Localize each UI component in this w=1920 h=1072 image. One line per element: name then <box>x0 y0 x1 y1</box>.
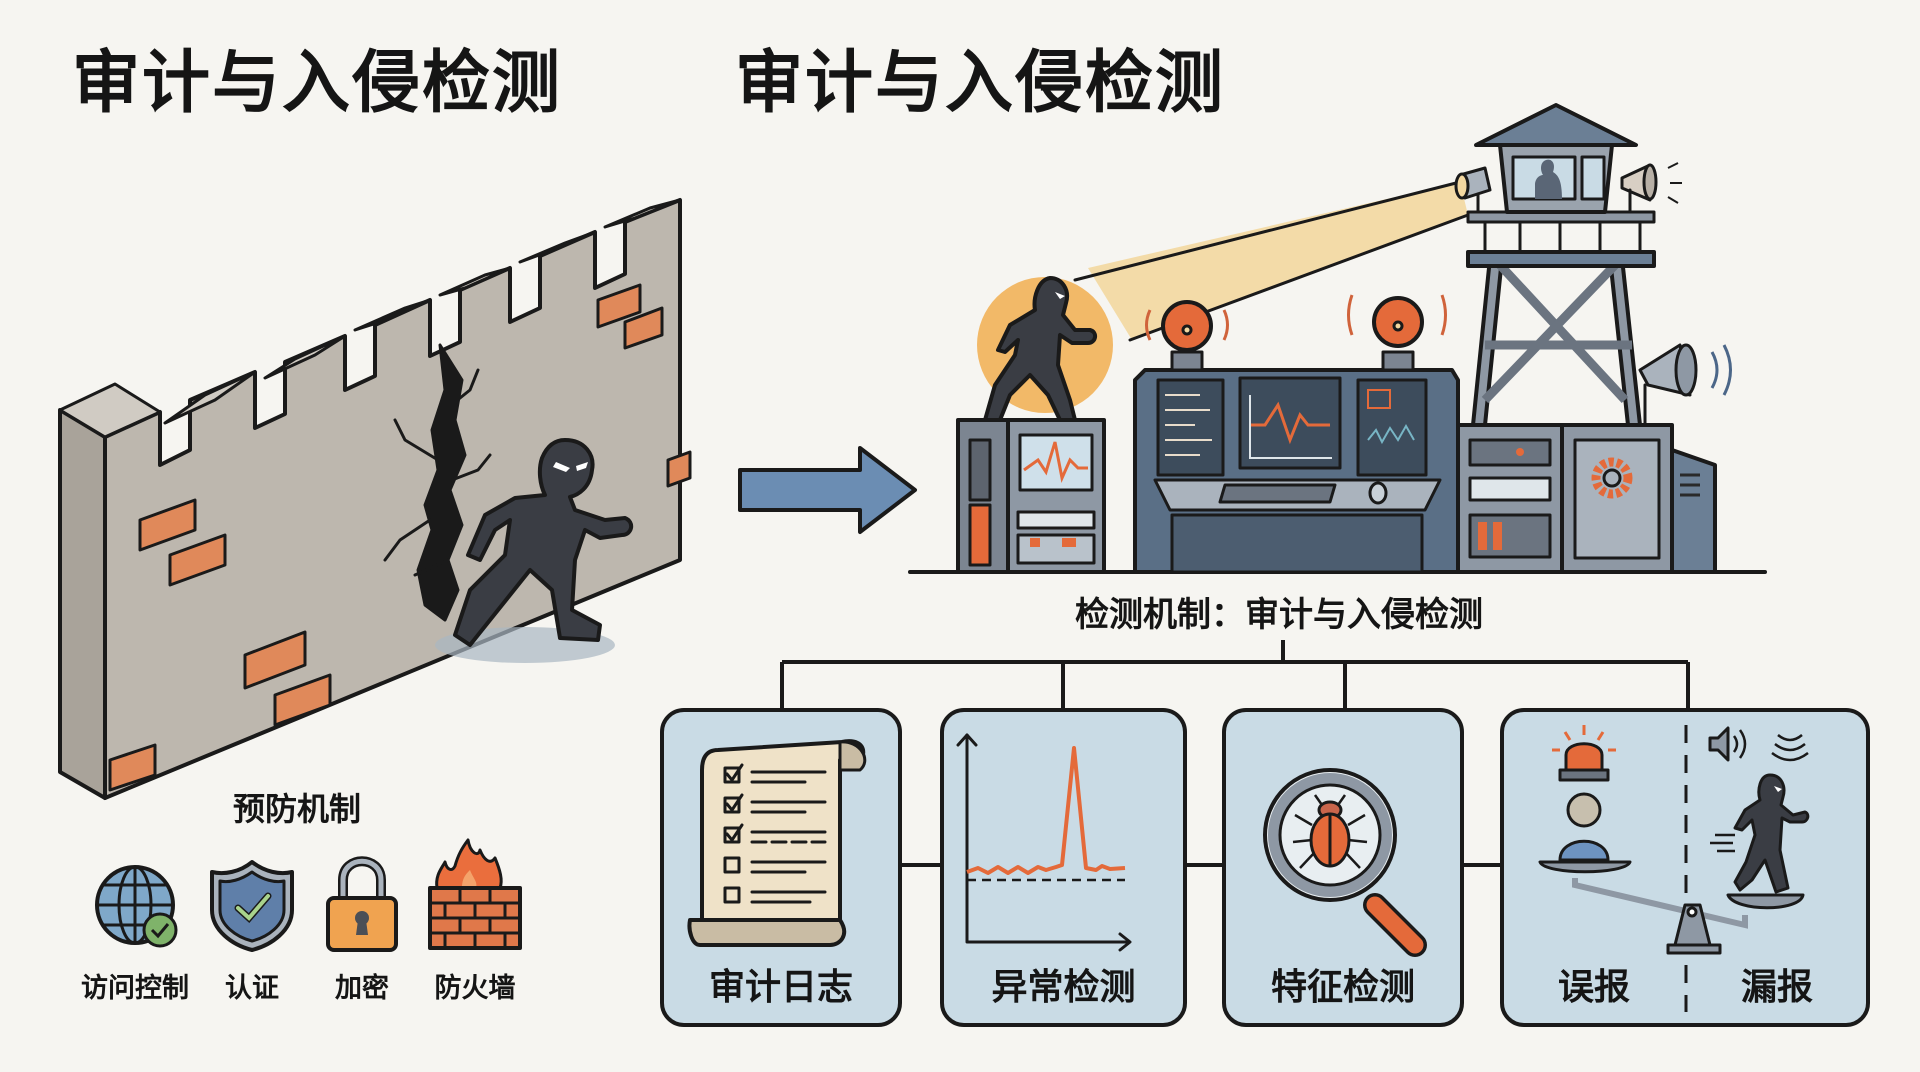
broken-wall-illustration <box>58 198 692 800</box>
security-control-station <box>908 294 1767 574</box>
hierarchy-connectors <box>780 640 1690 867</box>
prevention-label-encryption: 加密 <box>335 973 389 1004</box>
globe-check-icon <box>95 865 178 948</box>
prevention-label-firewall: 防火墙 <box>434 973 516 1004</box>
anomaly-spike-chart-icon <box>956 733 1132 952</box>
watchtower <box>1454 103 1732 427</box>
magnifier-bug-icon <box>1263 768 1427 957</box>
main-title-left: 审计与入侵检测 <box>72 44 563 123</box>
firewall-icon <box>428 838 522 950</box>
prevention-heading: 预防机制 <box>233 790 362 828</box>
shield-check-icon <box>210 860 294 952</box>
intruder-on-console <box>983 276 1097 422</box>
card-label-audit-log: 审计日志 <box>708 967 853 1008</box>
card-label-false-positive: 误报 <box>1557 967 1630 1008</box>
prevention-label-authentication: 认证 <box>225 973 279 1004</box>
audit-log-scroll-icon <box>687 739 867 947</box>
prevention-label-access-control: 访问控制 <box>81 973 189 1004</box>
intruder-figure <box>453 438 634 647</box>
card-label-false-negative: 漏报 <box>1740 967 1813 1008</box>
padlock-icon <box>326 856 398 952</box>
detection-heading: 检测机制：审计与入侵检测 <box>1075 595 1483 635</box>
transition-arrow <box>738 446 917 534</box>
main-title-right: 审计与入侵检测 <box>735 44 1226 123</box>
card-label-anomaly-detection: 异常检测 <box>991 967 1136 1008</box>
card-label-signature-detection: 特征检测 <box>1270 967 1415 1008</box>
balance-scale-icon <box>1538 725 1810 1012</box>
